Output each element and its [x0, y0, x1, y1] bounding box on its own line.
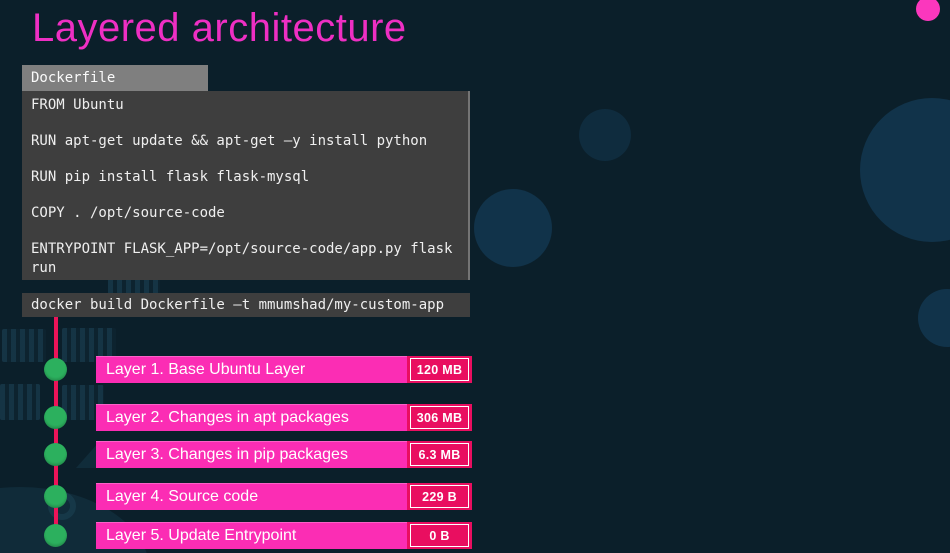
docker-build-command: docker build Dockerfile –t mmumshad/my-c… — [22, 293, 470, 317]
layer-node-dot — [44, 406, 67, 429]
code-line: ENTRYPOINT FLASK_APP=/opt/source-code/ap… — [31, 241, 453, 276]
layer-size-badge: 0 B — [407, 522, 472, 549]
layer-row: Layer 1. Base Ubuntu Layer 120 MB — [96, 356, 472, 383]
layer-size-badge: 229 B — [407, 483, 472, 510]
dockerfile-tab: Dockerfile — [22, 65, 208, 91]
layer-node-dot — [44, 358, 67, 381]
layer-size-value: 0 B — [410, 524, 469, 547]
layer-row: Layer 5. Update Entrypoint 0 B — [96, 522, 472, 549]
layer-label: Layer 4. Source code — [96, 483, 407, 510]
layer-size-value: 306 MB — [410, 406, 469, 429]
code-line: RUN apt-get update && apt-get –y install… — [31, 133, 428, 149]
decorative-circle-large-right — [860, 98, 950, 242]
decorative-circle-top-middle — [579, 109, 631, 161]
decorative-circle-small-right — [918, 289, 950, 347]
layer-label: Layer 5. Update Entrypoint — [96, 522, 407, 549]
code-line: COPY . /opt/source-code — [31, 205, 225, 221]
code-line: RUN pip install flask flask-mysql — [31, 169, 310, 185]
page-title: Layered architecture — [32, 6, 407, 50]
container-silhouette-texture — [2, 329, 46, 362]
layer-node-dot — [44, 524, 67, 547]
layer-node-dot — [44, 443, 67, 466]
layer-label: Layer 3. Changes in pip packages — [96, 441, 407, 468]
decorative-circle-beside-code — [474, 189, 552, 267]
layer-row: Layer 3. Changes in pip packages 6.3 MB — [96, 441, 472, 468]
container-silhouette-texture — [0, 384, 40, 420]
layer-label: Layer 1. Base Ubuntu Layer — [96, 356, 407, 383]
layer-row: Layer 4. Source code 229 B — [96, 483, 472, 510]
layer-row: Layer 2. Changes in apt packages 306 MB — [96, 404, 472, 431]
layer-size-badge: 306 MB — [407, 404, 472, 431]
layer-size-badge: 120 MB — [407, 356, 472, 383]
layer-size-value: 229 B — [410, 485, 469, 508]
layer-node-dot — [44, 485, 67, 508]
pink-dot-decoration — [916, 0, 940, 21]
layer-size-value: 6.3 MB — [410, 443, 469, 466]
layer-label: Layer 2. Changes in apt packages — [96, 404, 407, 431]
layer-size-badge: 6.3 MB — [407, 441, 472, 468]
container-silhouette-texture — [108, 277, 160, 296]
code-line: FROM Ubuntu — [31, 97, 124, 113]
layer-size-value: 120 MB — [410, 358, 469, 381]
